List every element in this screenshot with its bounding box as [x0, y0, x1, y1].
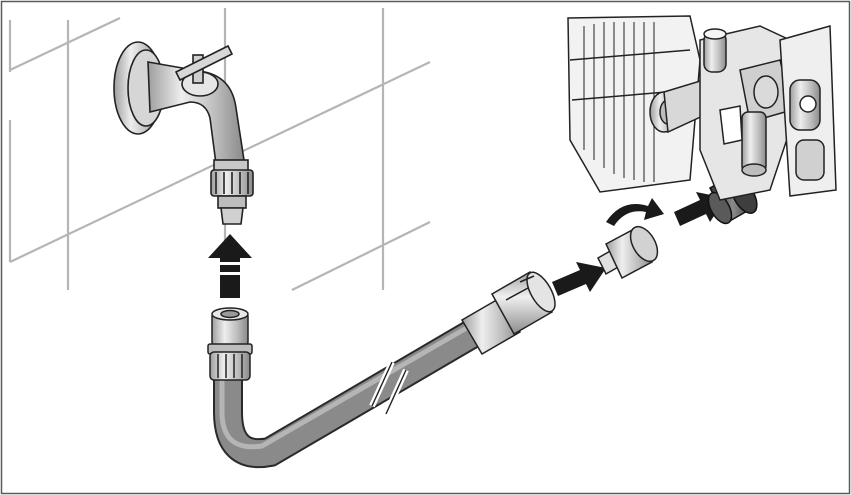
pressure-washer-pump — [567, 15, 837, 201]
arrow-up — [208, 234, 252, 298]
rotate-arrow — [606, 198, 664, 226]
hose-coupling-right — [460, 270, 556, 356]
garden-hose — [213, 319, 483, 469]
faucet — [113, 41, 254, 225]
arrow-right-1 — [552, 262, 606, 296]
hose-coupling-left — [207, 307, 253, 381]
inlet-adapter — [597, 225, 659, 280]
wall-tiles — [8, 8, 431, 291]
